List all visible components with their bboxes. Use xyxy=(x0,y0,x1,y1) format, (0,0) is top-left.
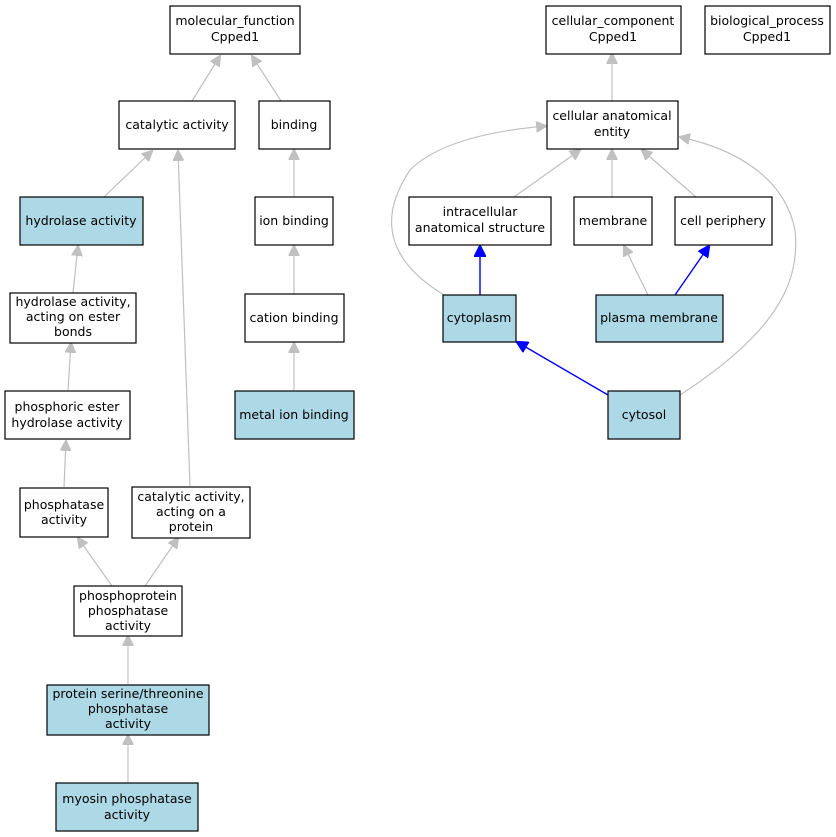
node-label-line: Cpped1 xyxy=(743,29,791,44)
edge-cytosol-to-cytoplasm[interactable] xyxy=(517,342,609,396)
node-label-line: phosphoric ester xyxy=(15,399,121,414)
node-label-line: Cpped1 xyxy=(589,29,637,44)
edge-cell-periphery-to-anatomical-entity xyxy=(642,150,697,198)
node-metal-ion-binding[interactable]: metal ion binding xyxy=(234,390,355,440)
node-membrane[interactable]: membrane xyxy=(573,196,653,246)
edge-binding-to-molecular-function xyxy=(252,56,282,102)
node-cell-periphery[interactable]: cell periphery xyxy=(674,196,773,246)
edge-phosphoric-to-hydrolase-ester xyxy=(68,343,71,391)
node-label-line: protein xyxy=(169,519,213,534)
node-label-line: catalytic activity xyxy=(125,117,229,132)
node-label-line: plasma membrane xyxy=(600,310,718,325)
node-label-line: ion binding xyxy=(259,213,329,228)
node-label-line: cytosol xyxy=(622,407,666,422)
node-label-line: anatomical structure xyxy=(415,220,545,235)
edge-phosphoprotein-to-phosphatase xyxy=(78,538,113,587)
node-label-line: hydrolase activity, xyxy=(15,294,130,309)
node-label-line: activity xyxy=(104,807,151,822)
edge-plasma-membrane-to-cell-periphery[interactable] xyxy=(674,246,709,296)
node-label-line: binding xyxy=(271,117,318,132)
node-label-line: phosphatase xyxy=(88,603,169,618)
node-label-line: phosphatase xyxy=(88,701,169,716)
node-label-line: catalytic activity, xyxy=(137,489,244,504)
nodes: molecular_function Cpped1 catalytic acti… xyxy=(4,5,831,832)
node-label-line: activity xyxy=(41,512,88,527)
node-hydrolase-activity[interactable]: hydrolase activity xyxy=(19,196,144,246)
node-molecular-function[interactable]: molecular_function Cpped1 xyxy=(169,5,301,55)
node-plasma-membrane[interactable]: plasma membrane xyxy=(595,294,724,343)
node-cytosol[interactable]: cytosol xyxy=(607,390,681,440)
edge-cytosol-to-anatomical-entity xyxy=(680,137,797,396)
node-hydrolase-activity-ester-bonds[interactable]: hydrolase activity, acting on ester bond… xyxy=(9,292,137,344)
node-ion-binding[interactable]: ion binding xyxy=(254,196,334,246)
edge-catalytic-protein-to-catalytic xyxy=(178,151,191,487)
node-label-line: cellular anatomical xyxy=(552,108,671,123)
edge-intracellular-to-anatomical-entity xyxy=(513,150,580,198)
node-label-line: Cpped1 xyxy=(211,29,259,44)
node-label-line: bonds xyxy=(54,324,92,339)
edge-hydrolase-ester-to-hydrolase xyxy=(73,246,78,294)
node-label-line: activity xyxy=(105,618,152,633)
node-binding[interactable]: binding xyxy=(258,100,331,150)
edge-hydrolase-to-catalytic xyxy=(103,151,152,198)
node-catalytic-activity[interactable]: catalytic activity xyxy=(118,100,236,150)
edge-catalytic-to-molecular-function xyxy=(191,56,220,102)
node-biological-process[interactable]: biological_process Cpped1 xyxy=(704,5,831,55)
edge-phosphatase-to-phosphoric xyxy=(64,441,66,488)
node-label-line: metal ion binding xyxy=(239,407,349,422)
node-label-line: cellular_component xyxy=(552,13,675,28)
edge-phosphoprotein-to-catalytic-protein xyxy=(144,538,178,587)
node-label-line: protein serine/threonine xyxy=(52,686,203,701)
edge-plasma-membrane-to-membrane xyxy=(624,246,649,296)
node-intracellular-anatomical-structure[interactable]: intracellular anatomical structure xyxy=(408,196,552,246)
edges xyxy=(64,54,797,782)
node-label-line: cytoplasm xyxy=(447,310,512,325)
node-protein-ser-thr-phosphatase[interactable]: protein serine/threonine phosphatase act… xyxy=(46,684,210,736)
node-label-line: acting on a xyxy=(156,504,226,519)
node-phosphatase-activity[interactable]: phosphatase activity xyxy=(19,487,109,538)
node-label-line: cell periphery xyxy=(680,213,766,228)
node-label-line: intracellular xyxy=(443,204,519,219)
node-label-line: entity xyxy=(594,124,631,139)
node-cellular-component[interactable]: cellular_component Cpped1 xyxy=(545,5,682,55)
node-cytoplasm[interactable]: cytoplasm xyxy=(442,294,517,343)
node-label-line: activity xyxy=(105,716,152,731)
node-label-line: phosphoprotein xyxy=(79,588,177,603)
node-phosphoprotein-phosphatase[interactable]: phosphoprotein phosphatase activity xyxy=(73,585,183,637)
node-cation-binding[interactable]: cation binding xyxy=(244,293,345,343)
node-label-line: hydrolase activity xyxy=(25,213,137,228)
node-label-line: cation binding xyxy=(249,310,338,325)
node-phosphoric-ester-hydrolase[interactable]: phosphoric ester hydrolase activity xyxy=(4,390,131,440)
node-myosin-phosphatase[interactable]: myosin phosphatase activity xyxy=(55,782,199,832)
node-label-line: phosphatase xyxy=(24,497,105,512)
node-label-line: myosin phosphatase xyxy=(62,791,192,806)
node-label-line: membrane xyxy=(579,213,648,228)
node-label-line: acting on ester xyxy=(26,309,121,324)
node-label-line: biological_process xyxy=(710,13,824,28)
node-cellular-anatomical-entity[interactable]: cellular anatomical entity xyxy=(546,100,679,150)
node-label-line: hydrolase activity xyxy=(11,415,123,430)
node-catalytic-activity-protein[interactable]: catalytic activity, acting on a protein xyxy=(131,486,251,539)
edge-cytoplasm-to-anatomical-entity xyxy=(391,126,546,296)
node-label-line: molecular_function xyxy=(175,13,294,28)
